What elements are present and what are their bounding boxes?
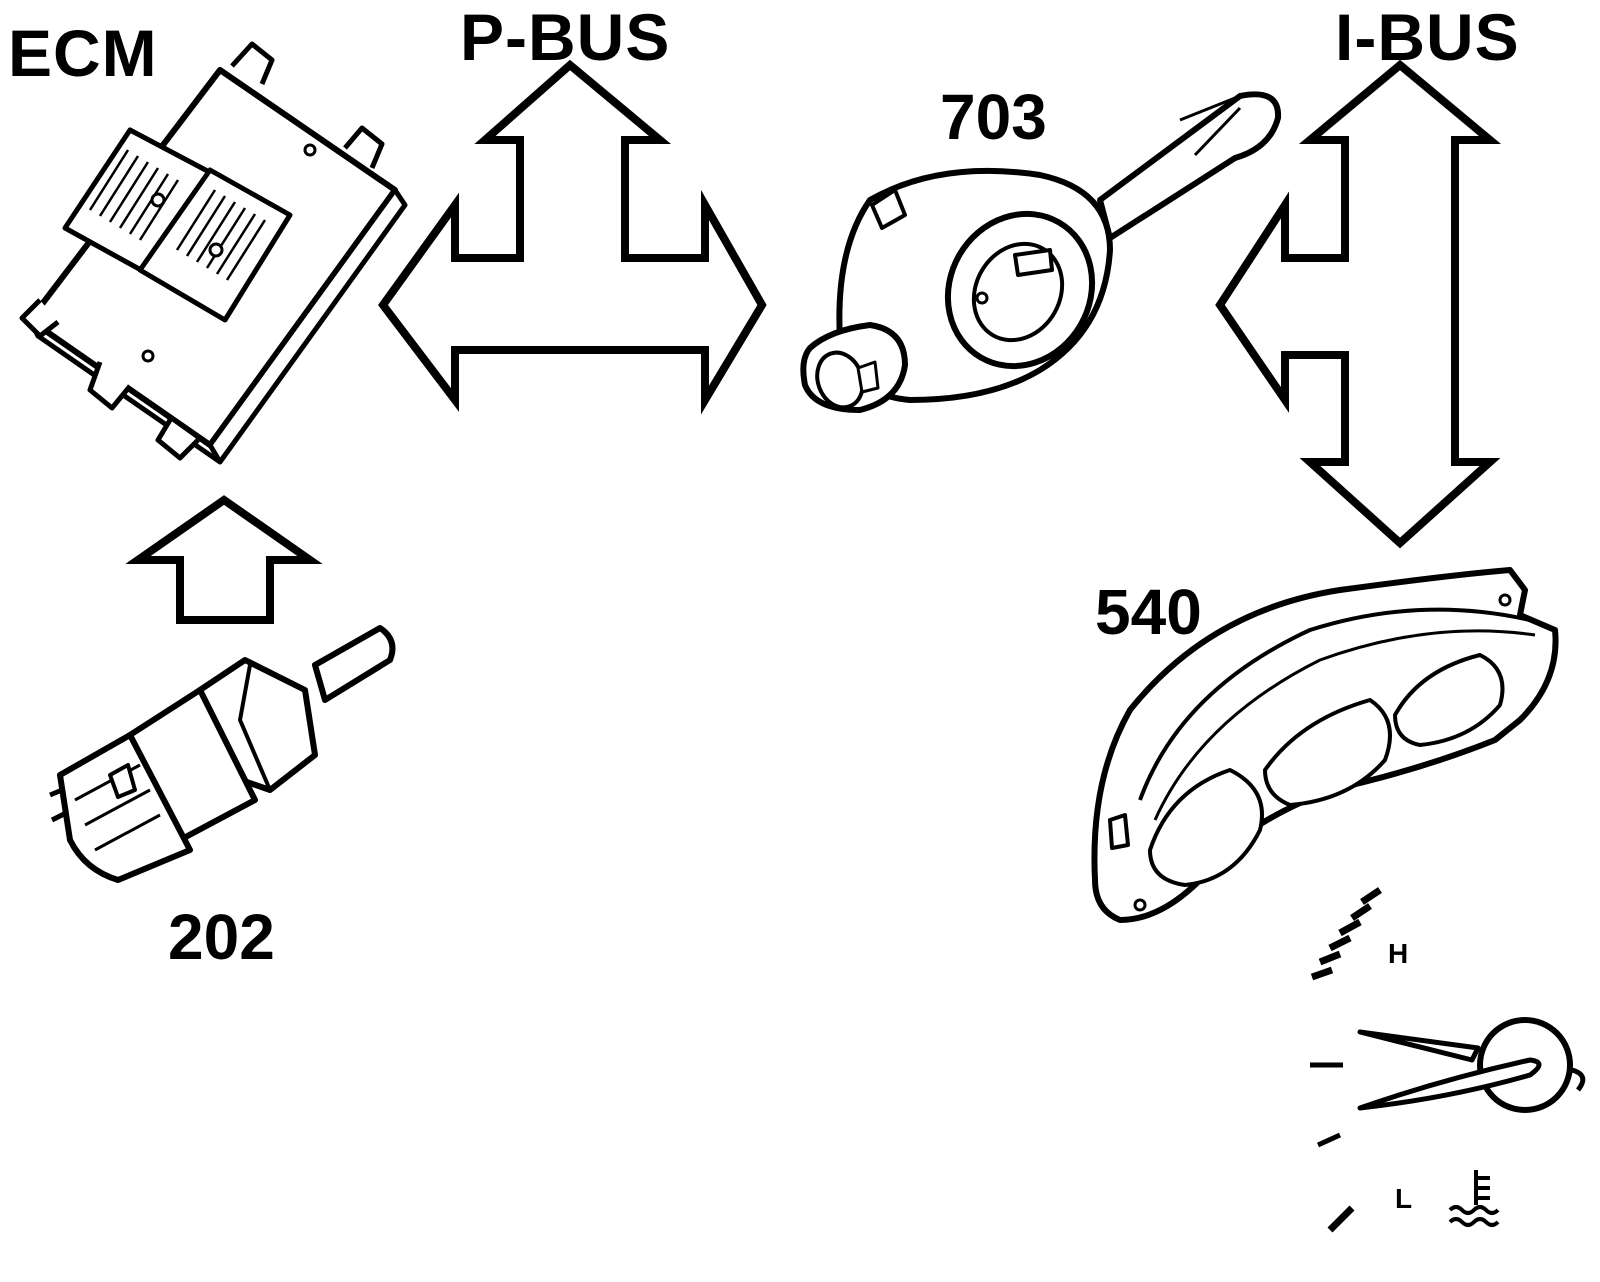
temp-sensor-drawing <box>49 625 396 883</box>
sensor-to-ecm-arrow <box>125 495 323 624</box>
temperature-gauge-drawing <box>1310 887 1586 1233</box>
ecm-module-drawing <box>19 41 408 465</box>
ecm-label: ECM <box>8 16 158 90</box>
temp-sensor-number: 202 <box>168 901 275 973</box>
i-bus-label: I-BUS <box>1335 0 1520 74</box>
p-bus-arrow <box>378 59 767 415</box>
instrument-cluster-drawing <box>1091 567 1559 923</box>
instrument-cluster-number: 540 <box>1095 576 1202 648</box>
i-bus-arrow <box>1215 59 1502 549</box>
gauge-low-label: L <box>1395 1183 1413 1214</box>
coolant-temperature-icon <box>1448 1170 1500 1227</box>
steering-module-number: 703 <box>940 81 1047 153</box>
gauge-high-label: H <box>1388 938 1409 969</box>
steering-module-drawing <box>800 91 1282 413</box>
p-bus-label: P-BUS <box>460 0 671 74</box>
